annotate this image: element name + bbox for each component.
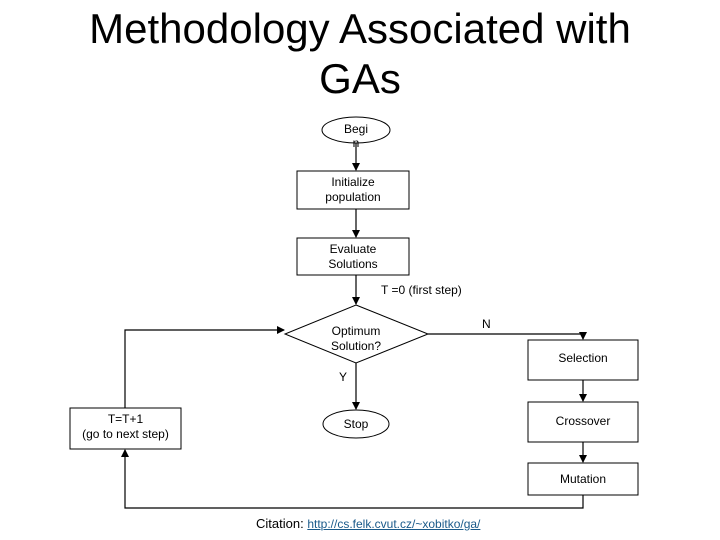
selection-box	[527, 339, 639, 381]
evaluate-box	[296, 237, 410, 276]
edge-optimum-selection	[428, 332, 587, 340]
title-line-1: Methodology Associated with	[89, 5, 631, 52]
init-t-label: T =0 (first step)	[381, 283, 462, 297]
edge-increment-optimum	[124, 326, 285, 408]
stop-terminal	[322, 409, 390, 439]
initialize-label: Initialize population	[325, 175, 381, 204]
increment-label: T=T+1 (go to next step)	[82, 412, 169, 441]
mutation-box	[527, 462, 639, 496]
optimum-label: Optimum Solution?	[330, 324, 382, 353]
evaluate-label: Evaluate Solutions	[328, 242, 378, 271]
increment-box	[69, 407, 182, 450]
crossover-box	[527, 401, 639, 443]
citation-link[interactable]: http://cs.felk.cvut.cz/~xobitko/ga/	[307, 517, 481, 531]
page-title: Methodology Associated with GAs	[0, 4, 720, 104]
initialize-box	[296, 170, 410, 210]
selection-label: Selection	[558, 351, 608, 365]
edge-mutation-increment	[121, 449, 584, 509]
begin-label: Begi n	[343, 122, 369, 150]
citation-label: Citation:	[256, 516, 308, 531]
yes-label: Y	[339, 370, 348, 384]
mutation-label: Mutation	[559, 472, 607, 486]
crossover-label: Crossover	[555, 414, 611, 428]
no-label: N	[482, 317, 491, 331]
stop-label: Stop	[343, 417, 369, 431]
citation: Citation: http://cs.felk.cvut.cz/~xobitk…	[256, 516, 480, 531]
title-line-2: GAs	[319, 55, 401, 102]
